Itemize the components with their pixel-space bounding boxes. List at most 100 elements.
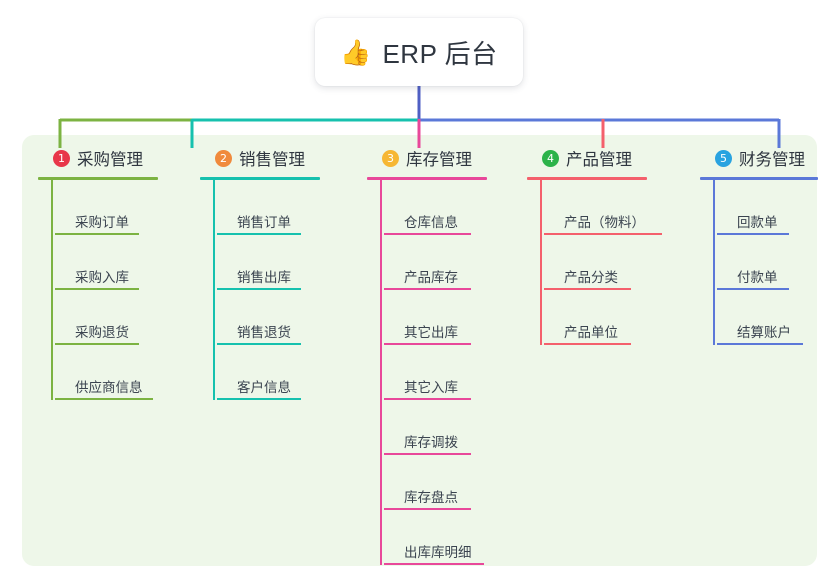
branch-spine: [51, 180, 53, 400]
leaf-node-label: 回款单: [737, 215, 778, 230]
branch-title-rule: [367, 177, 487, 180]
leaf-node-rule: [384, 398, 471, 400]
leaf-node-label: 采购入库: [75, 270, 129, 285]
leaf-node-label: 产品分类: [564, 270, 618, 285]
branch-title: 财务管理: [739, 151, 805, 169]
branch-title: 销售管理: [239, 151, 305, 169]
leaf-node-rule: [384, 233, 471, 235]
branch-number-badge: 1: [53, 149, 70, 167]
leaf-node-label: 仓库信息: [404, 215, 458, 230]
leaf-node-rule: [384, 453, 471, 455]
leaf-node[interactable]: 采购退货: [53, 290, 158, 345]
leaf-node[interactable]: 产品分类: [542, 235, 647, 290]
leaf-node-rule: [544, 343, 631, 345]
leaf-node[interactable]: 销售退货: [215, 290, 320, 345]
thumbs-up-icon: 👍: [340, 37, 372, 67]
leaf-node[interactable]: 付款单: [715, 235, 818, 290]
leaf-node[interactable]: 回款单: [715, 180, 818, 235]
leaf-node-rule: [55, 343, 139, 345]
leaf-node[interactable]: 结算账户: [715, 290, 818, 345]
branch-column-2: 2 销售管理销售订单销售出库销售退货客户信息: [200, 145, 320, 400]
leaf-node-label: 其它入库: [404, 380, 458, 395]
branch-spine: [713, 180, 715, 345]
branch-column-1: 1 采购管理采购订单采购入库采购退货供应商信息: [38, 145, 158, 400]
branch-leaf-list: 销售订单销售出库销售退货客户信息: [200, 180, 320, 400]
leaf-node-label: 采购订单: [75, 215, 129, 230]
leaf-node-rule: [217, 288, 301, 290]
branch-title-rule: [700, 177, 818, 180]
leaf-node[interactable]: 产品（物料）: [542, 180, 662, 235]
leaf-node-label: 结算账户: [737, 325, 791, 340]
leaf-node-rule: [55, 288, 139, 290]
leaf-node-label: 库存盘点: [404, 490, 458, 505]
leaf-node-rule: [55, 233, 139, 235]
leaf-node[interactable]: 仓库信息: [382, 180, 487, 235]
branch-spine: [213, 180, 215, 400]
branch-title-rule: [200, 177, 320, 180]
leaf-node-label: 付款单: [737, 270, 778, 285]
branch-column-3: 3 库存管理仓库信息产品库存其它出库其它入库库存调拨库存盘点出库库明细: [367, 145, 487, 565]
leaf-node-label: 销售退货: [237, 325, 291, 340]
branch-column-5: 5 财务管理回款单付款单结算账户: [700, 145, 818, 345]
leaf-node[interactable]: 供应商信息: [53, 345, 158, 400]
leaf-node-rule: [544, 233, 662, 235]
leaf-node-rule: [384, 343, 471, 345]
branch-leaf-list: 回款单付款单结算账户: [700, 180, 818, 345]
leaf-node-label: 销售订单: [237, 215, 291, 230]
leaf-node-label: 其它出库: [404, 325, 458, 340]
branch-title-rule: [38, 177, 158, 180]
branch-header-2[interactable]: 2 销售管理: [200, 145, 320, 171]
branch-title-rule: [527, 177, 647, 180]
leaf-node[interactable]: 其它入库: [382, 345, 487, 400]
leaf-node-rule: [384, 563, 484, 565]
leaf-node[interactable]: 出库库明细: [382, 510, 487, 565]
leaf-node-label: 客户信息: [237, 380, 291, 395]
branch-number-badge: 5: [715, 149, 732, 167]
leaf-node-label: 采购退货: [75, 325, 129, 340]
leaf-node-label: 供应商信息: [75, 380, 143, 395]
leaf-node[interactable]: 销售订单: [215, 180, 320, 235]
branch-header-1[interactable]: 1 采购管理: [38, 145, 158, 171]
leaf-node[interactable]: 库存盘点: [382, 455, 487, 510]
leaf-node-label: 产品（物料）: [564, 215, 645, 230]
root-node-title: ERP 后台: [382, 38, 498, 69]
leaf-node-rule: [384, 508, 471, 510]
leaf-node-label: 产品库存: [404, 270, 458, 285]
leaf-node-label: 销售出库: [237, 270, 291, 285]
leaf-node[interactable]: 其它出库: [382, 290, 487, 345]
leaf-node-rule: [217, 398, 301, 400]
leaf-node-label: 库存调拨: [404, 435, 458, 450]
branch-number-badge: 3: [382, 149, 399, 167]
branch-number-badge: 2: [215, 149, 232, 167]
leaf-node-rule: [717, 343, 803, 345]
leaf-node[interactable]: 销售出库: [215, 235, 320, 290]
leaf-node-rule: [717, 233, 789, 235]
branch-leaf-list: 采购订单采购入库采购退货供应商信息: [38, 180, 158, 400]
leaf-node[interactable]: 库存调拨: [382, 400, 487, 455]
leaf-node-label: 出库库明细: [404, 545, 472, 560]
branch-title: 采购管理: [77, 151, 143, 169]
leaf-node-rule: [217, 343, 301, 345]
leaf-node[interactable]: 客户信息: [215, 345, 320, 400]
branch-title: 库存管理: [406, 151, 472, 169]
root-node[interactable]: 👍 ERP 后台: [315, 18, 523, 86]
diagram-background-panel: [22, 135, 817, 566]
branch-leaf-list: 仓库信息产品库存其它出库其它入库库存调拨库存盘点出库库明细: [367, 180, 487, 565]
leaf-node-rule: [384, 288, 471, 290]
leaf-node-rule: [544, 288, 631, 290]
leaf-node-rule: [217, 233, 301, 235]
leaf-node-rule: [717, 288, 789, 290]
branch-header-5[interactable]: 5 财务管理: [700, 145, 818, 171]
branch-spine: [540, 180, 542, 345]
branch-header-3[interactable]: 3 库存管理: [367, 145, 487, 171]
root-node-content: 👍 ERP 后台: [340, 34, 497, 71]
leaf-node[interactable]: 采购入库: [53, 235, 158, 290]
leaf-node-label: 产品单位: [564, 325, 618, 340]
leaf-node[interactable]: 采购订单: [53, 180, 158, 235]
branch-leaf-list: 产品（物料） 产品分类产品单位: [527, 180, 662, 345]
leaf-node[interactable]: 产品库存: [382, 235, 487, 290]
branch-spine: [380, 180, 382, 565]
leaf-node[interactable]: 产品单位: [542, 290, 647, 345]
